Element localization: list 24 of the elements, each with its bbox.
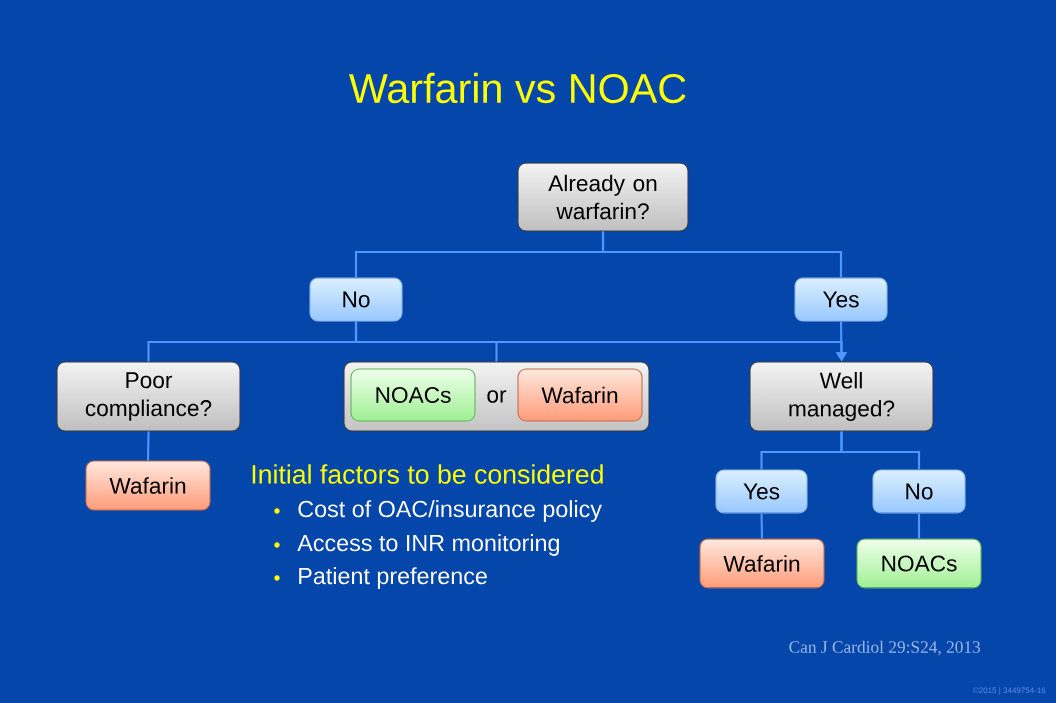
citation: Can J Cardiol 29:S24, 2013 bbox=[789, 640, 981, 656]
outcome-box: NOACs bbox=[856, 538, 982, 589]
branch-box: No bbox=[309, 277, 403, 322]
question-box: Poor compliance? bbox=[56, 361, 241, 432]
branch-box: Yes bbox=[715, 469, 808, 514]
outcome-box: Wafarin bbox=[517, 368, 643, 422]
footer-text: ©2015 | 3449754-16 bbox=[972, 687, 1046, 695]
outcome-box: Wafarin bbox=[85, 460, 211, 511]
connector-line bbox=[146, 431, 150, 461]
connector-line bbox=[760, 513, 764, 539]
branch-box: No bbox=[872, 469, 966, 514]
outcome-box: Wafarin bbox=[699, 538, 825, 589]
connector-line bbox=[917, 513, 921, 539]
title: Warfarin vs NOAC bbox=[349, 72, 686, 104]
heading-text: Initial factors to be considered bbox=[252, 464, 603, 484]
outcome-box: NOACs bbox=[350, 368, 476, 422]
question-box: Well managed? bbox=[749, 361, 934, 432]
connector-line bbox=[840, 431, 921, 470]
connector-line bbox=[601, 231, 843, 278]
branch-box: Yes bbox=[794, 277, 888, 322]
question-box: Already on warfarin? bbox=[517, 162, 689, 232]
bullet-text: Patient preference bbox=[299, 567, 487, 589]
bullet-text: Access to INR monitoring bbox=[297, 534, 559, 556]
bullet-text: Cost of OAC/insurance policy bbox=[298, 500, 602, 522]
